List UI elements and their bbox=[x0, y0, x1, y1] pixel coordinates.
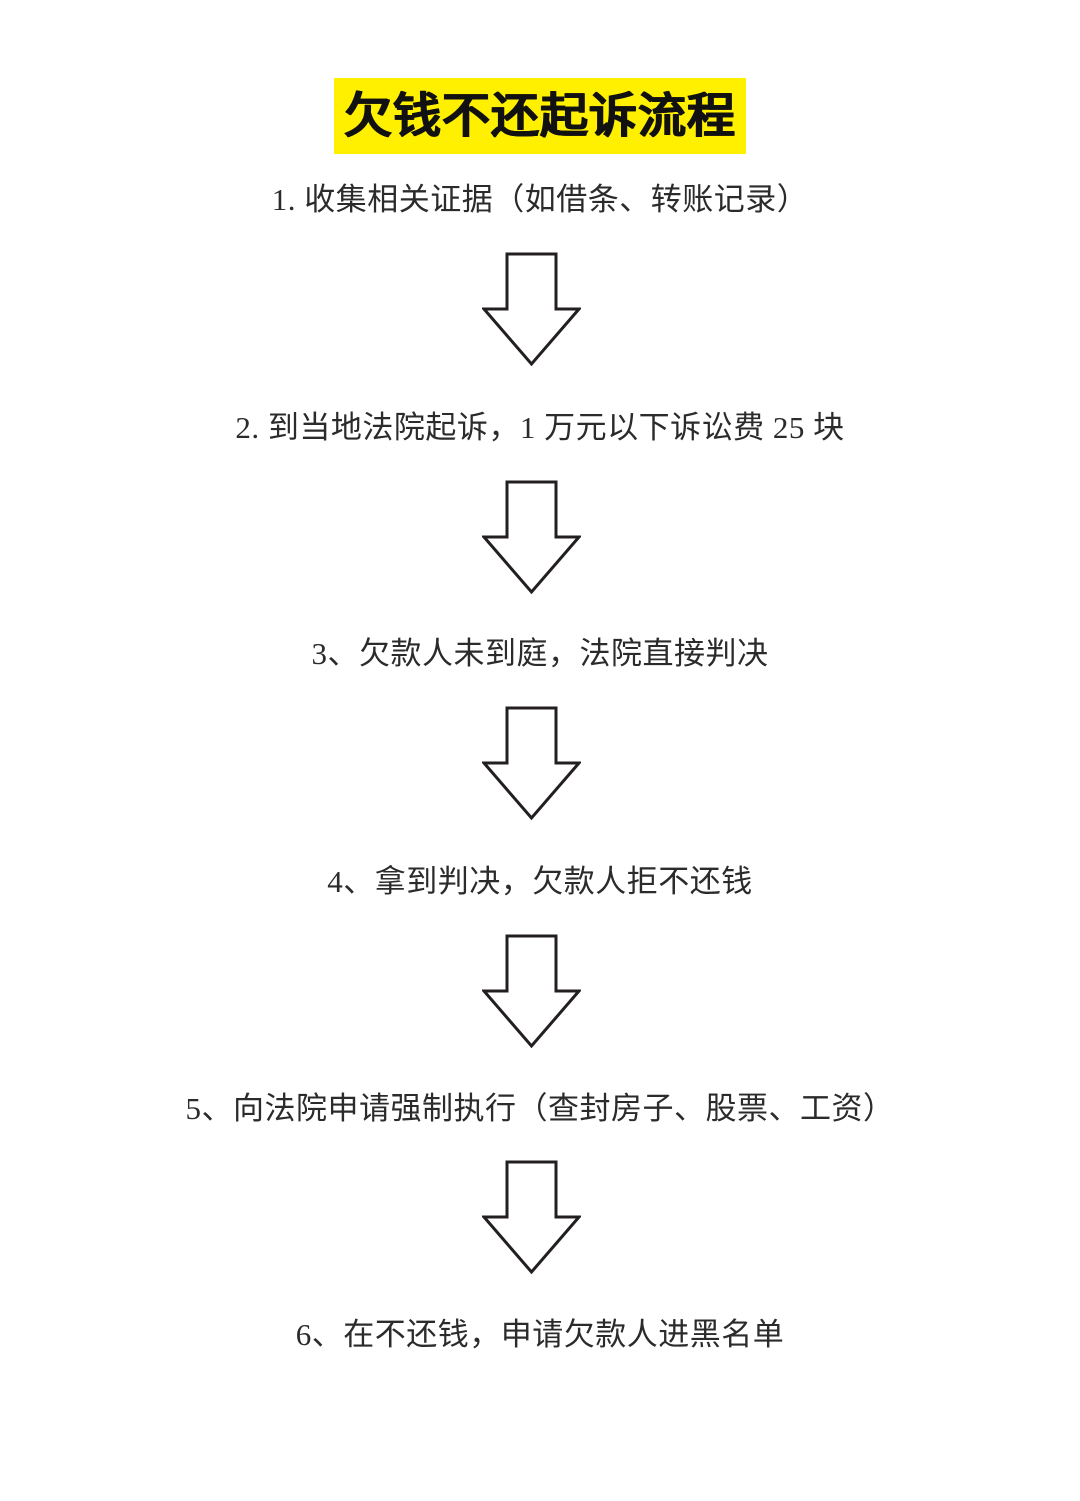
flow-step-6: 6、在不还钱，申请欠款人进黑名单 bbox=[295, 1317, 785, 1352]
flow-step-1: 1. 收集相关证据（如借条、转账记录） bbox=[271, 182, 809, 217]
arrow-down-icon bbox=[482, 252, 581, 367]
arrow-down-icon bbox=[482, 1160, 581, 1275]
flow-step-5: 5、向法院申请强制执行（查封房子、股票、工资） bbox=[185, 1091, 895, 1126]
arrow-down-icon bbox=[482, 934, 581, 1049]
flow-step-4: 4、拿到判决，欠款人拒不还钱 bbox=[327, 864, 753, 899]
arrow-down-icon bbox=[482, 480, 581, 595]
page-title-text: 欠钱不还起诉流程 bbox=[333, 78, 746, 154]
flow-step-2: 2. 到当地法院起诉，1 万元以下诉讼费 25 块 bbox=[235, 410, 845, 445]
page-title: 欠钱不还起诉流程 bbox=[0, 78, 1080, 154]
arrow-down-icon bbox=[482, 706, 581, 821]
flow-step-3: 3、欠款人未到庭，法院直接判决 bbox=[311, 636, 769, 671]
